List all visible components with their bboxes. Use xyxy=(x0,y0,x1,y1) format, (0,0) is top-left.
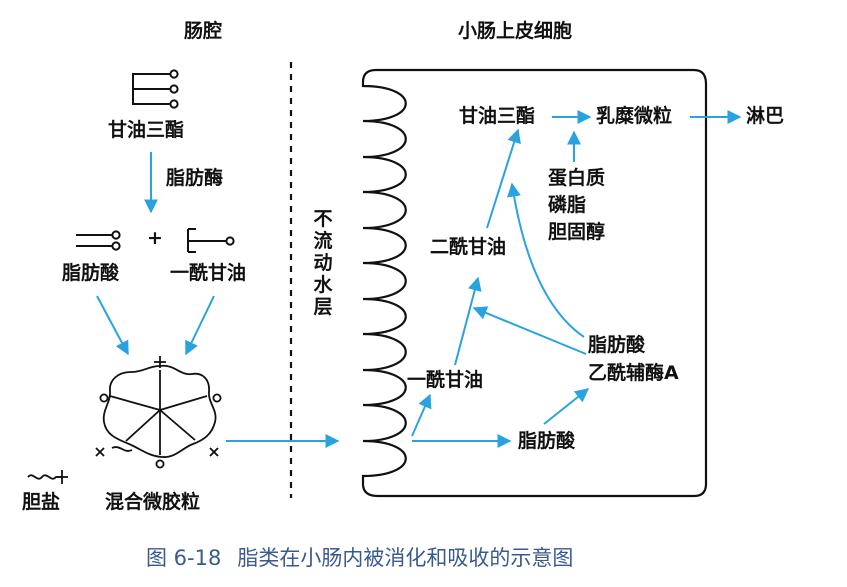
chylomicron-label: 乳糜微粒 xyxy=(596,105,673,127)
diglyceride-label: 二酰甘油 xyxy=(430,236,507,258)
lumen-triglyceride-label: 甘油三酯 xyxy=(108,119,185,141)
cholesterol-label: 胆固醇 xyxy=(548,221,606,243)
cell-monoglyceride-label: 一酰甘油 xyxy=(407,369,484,391)
lumen-fatty-acid-label: 脂肪酸 xyxy=(62,262,120,284)
arrow-acylcoa-to-triglyceride xyxy=(507,182,585,338)
plus-sign: + xyxy=(147,227,163,249)
absorbed-fatty-acid-label: 脂肪酸 xyxy=(518,430,576,452)
lumen-heading: 肠腔 xyxy=(184,20,223,42)
lipase-label: 脂肪酶 xyxy=(166,167,224,189)
fatty-acid-icon xyxy=(76,230,121,251)
cell-membrane xyxy=(361,68,708,498)
arrow-acylcoa-to-diglyceride xyxy=(472,306,587,355)
lumen-monoglyceride-label: 一酰甘油 xyxy=(170,262,247,284)
arrow-to-monoglyceride-cell xyxy=(411,393,432,437)
arrow-di-to-triglyceride xyxy=(486,128,521,229)
cell-triglyceride-label: 甘油三酯 xyxy=(459,105,536,127)
arrow-monoglyceride-to-micelle xyxy=(185,295,215,356)
arrow-mono-to-diglyceride xyxy=(454,276,482,366)
protein-label: 蛋白质 xyxy=(548,167,606,189)
lipid-components-group: 蛋白质 磷脂 胆固醇 xyxy=(548,165,605,246)
bile-salt-icon xyxy=(27,470,68,484)
arrow-fattyacid-to-micelle xyxy=(96,295,129,356)
unstirred-water-layer-label: 不流动水层 xyxy=(313,208,333,318)
monoglyceride-icon xyxy=(187,228,235,253)
bile-salt-label: 胆盐 xyxy=(22,491,61,513)
figure-caption-text: 脂类在小肠内被消化和吸收的示意图 xyxy=(237,546,574,570)
acyl-coa-label: 乙酰辅酶A xyxy=(588,362,679,384)
figure-caption: 图 6-18 脂类在小肠内被消化和吸收的示意图 xyxy=(146,542,573,572)
triglyceride-icon xyxy=(132,69,179,109)
cell-fatty-acid-label: 脂肪酸 xyxy=(588,334,646,356)
micelle-icon xyxy=(95,356,222,469)
figure-number: 图 6-18 xyxy=(146,546,222,570)
cell-heading: 小肠上皮细胞 xyxy=(458,20,573,42)
mixed-micelle-label: 混合微胶粒 xyxy=(105,491,201,513)
lymph-label: 淋巴 xyxy=(746,105,785,127)
arrow-fattyacid-to-acylcoa xyxy=(543,388,590,425)
phospholipid-label: 磷脂 xyxy=(548,194,587,216)
